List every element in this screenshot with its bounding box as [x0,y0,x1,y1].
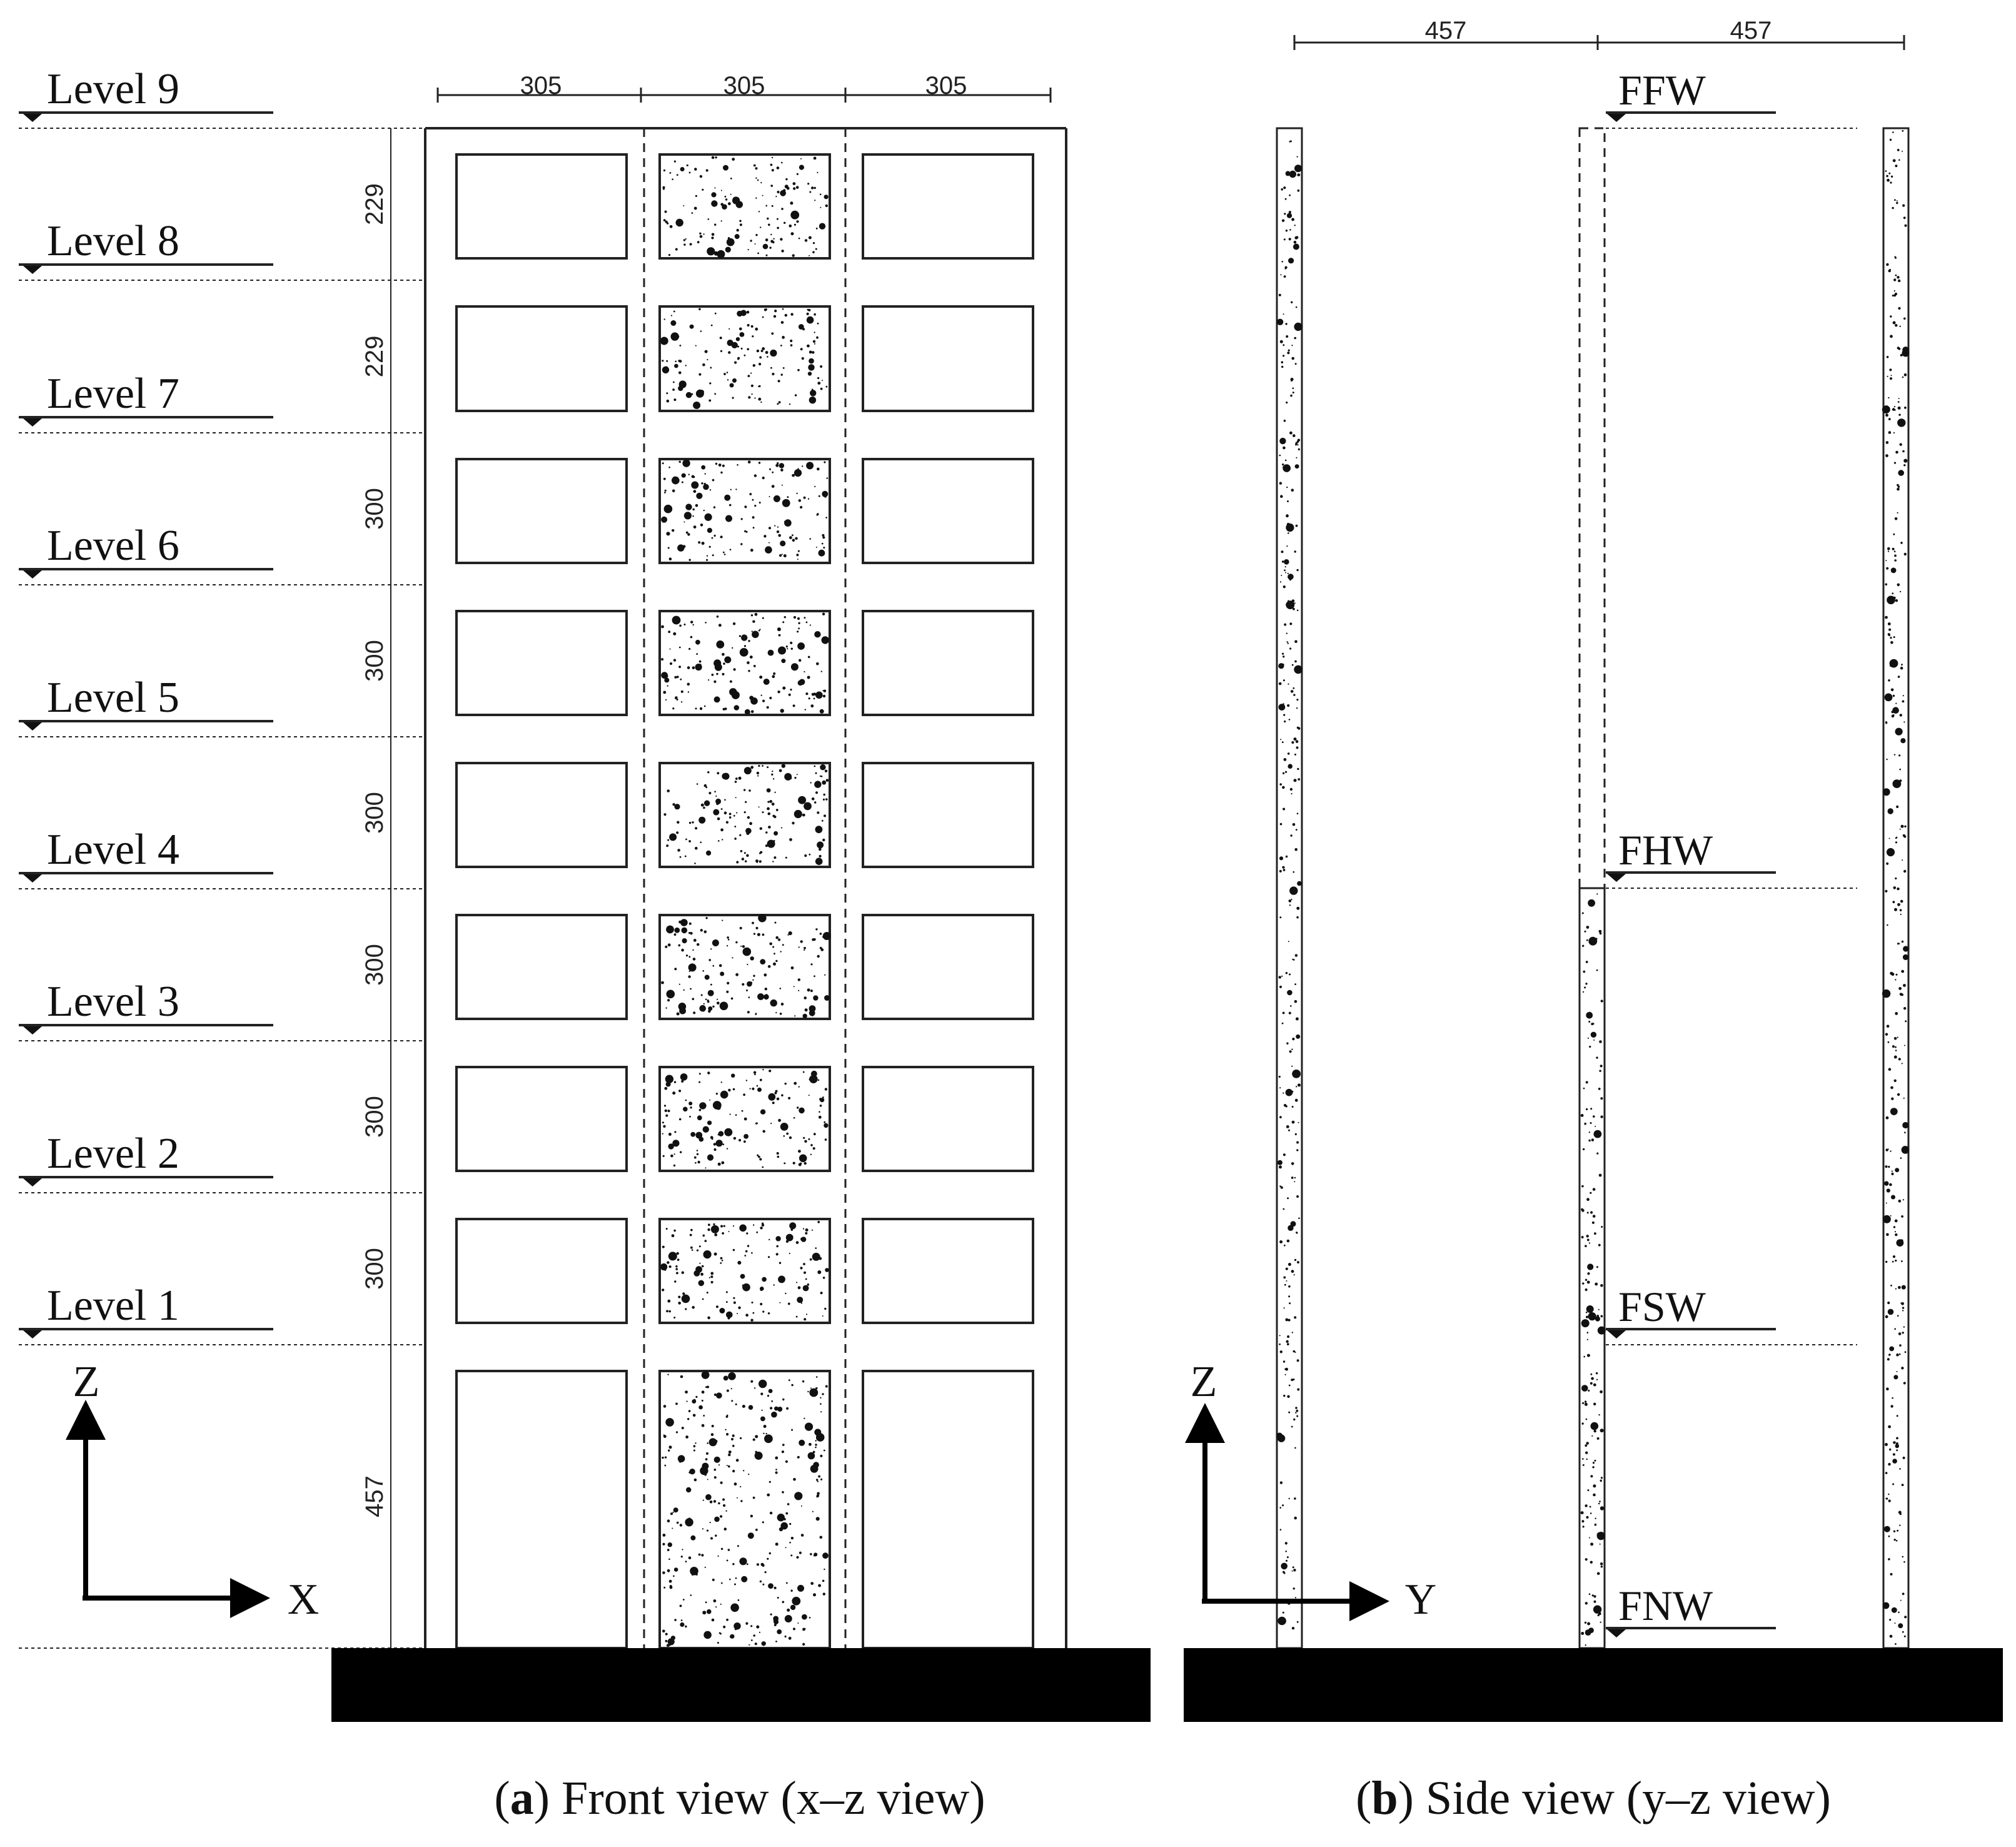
opening-panel [862,762,1034,868]
marker-label: FHW [1618,826,1713,874]
infill-wall-panel [658,305,831,412]
marker-label: FSW [1618,1283,1706,1330]
side-foundation [1184,1648,2003,1722]
left-wall-texture [1276,140,1303,1630]
level-marker-3: Level 3 [19,978,425,1041]
infill-wall-panel [658,1218,831,1324]
level-label: Level 8 [47,217,179,265]
front-dim-label-2: 305 [723,72,765,99]
story-height-label: 300 [361,944,388,986]
level-label: Level 1 [47,1282,179,1330]
opening-panel [455,305,628,412]
infill-wall-panel [658,762,831,868]
story-height-label: 229 [361,336,388,378]
opening-panel [862,1066,1034,1172]
right-wall [1882,127,1910,1649]
level-marker-1: Level 1 [19,1282,425,1345]
front-dim-label-3: 305 [925,72,967,99]
level-marker-7: Level 7 [19,370,425,433]
opening-panel [862,458,1034,564]
side-caption-letter: b [1371,1772,1398,1824]
infill-wall-panel [658,914,831,1020]
middle-wall-dashed-upper [1578,127,1606,889]
level-label: Level 2 [47,1130,179,1178]
level-marker-8: Level 8 [19,217,425,281]
infill-wall-panel [658,153,831,260]
opening-panel [455,914,628,1020]
level-marker-5: Level 5 [19,674,425,737]
side-dim-label-1: 457 [1425,17,1467,44]
story-height-label: 300 [361,792,388,834]
opening-panel [455,153,628,260]
infill-wall-panel [658,610,831,716]
front-view: 305 305 305 Level 9 Level 8 Level 7 Level 6… [19,65,1151,1824]
opening-panel [455,458,628,564]
front-caption-text: Front view (x–z view) [562,1772,985,1824]
level-label: Level 6 [47,522,179,570]
side-dim-label-2: 457 [1730,17,1772,44]
side-top-dimension [1293,35,1905,50]
opening-panel [455,1218,628,1324]
opening-panel [455,1370,628,1649]
side-y-label: Y [1405,1576,1437,1624]
opening-panel [862,1218,1034,1324]
side-caption-text: Side view (y–z view) [1426,1772,1831,1824]
front-frame [424,127,1067,1648]
opening-panel [455,1066,628,1172]
opening-panel [862,914,1034,1020]
level-label: Level 9 [47,65,179,113]
level-marker-9: Level 9 [19,65,425,129]
infill-wall-panel [658,458,831,564]
infill-wall-panel [658,1066,831,1172]
marker-fhw: FHW [1606,826,1857,889]
level-label: Level 4 [47,826,179,874]
level-label: Level 3 [47,978,179,1026]
story-height-label: 229 [361,183,388,225]
middle-wall [1578,127,1606,1649]
story-height-label: 457 [361,1475,388,1517]
front-axes: Z X [66,1358,320,1624]
story-height-label: 300 [361,488,388,530]
marker-fnw: FNW [1606,1582,1776,1637]
front-foundation [331,1648,1151,1722]
side-caption: (b) Side view (y–z view) [1356,1772,1831,1824]
marker-fsw: FSW [1606,1283,1857,1345]
infill-wall-panel [658,1370,831,1649]
opening-panel [862,1370,1034,1649]
left-wall [1276,127,1303,1649]
story-height-label: 300 [361,1248,388,1290]
story-height-label: 300 [361,1096,388,1138]
level-marker-6: Level 6 [19,522,425,585]
marker-label: FFW [1618,66,1706,114]
opening-panel [862,153,1034,260]
front-z-label: Z [73,1358,100,1406]
front-panels [455,153,1034,1649]
side-z-label: Z [1191,1358,1217,1406]
level-label: Level 5 [47,674,179,722]
front-level-markers: Level 9 Level 8 Level 7 Level 6 Level 5 Level… [19,65,425,1649]
opening-panel [455,762,628,868]
opening-panel [455,610,628,716]
front-top-dimension [436,88,1052,103]
story-height-label: 300 [361,640,388,682]
side-wall-markers: FFW FHW FSW FNW [1606,66,1857,1637]
level-marker-2: Level 2 [19,1130,425,1193]
story-height-dimensions: 229 229 300 300 300 300 300 300 457 [361,183,388,1517]
opening-panel [862,610,1034,716]
level-marker-4: Level 4 [19,826,425,889]
level-label: Level 7 [47,370,179,418]
marker-label: FNW [1618,1582,1713,1629]
opening-panel [862,305,1034,412]
front-caption-letter: a [510,1772,534,1824]
front-dim-label-1: 305 [520,72,562,99]
front-frame-dashed-gridlines [643,128,847,1648]
front-x-label: X [288,1576,320,1624]
marker-ffw: FFW [1606,66,1857,129]
right-wall-texture [1882,129,1910,1645]
front-caption: (a) Front view (x–z view) [494,1772,985,1824]
side-axes: Z Y [1185,1358,1437,1624]
middle-wall-texture [1580,893,1606,1646]
